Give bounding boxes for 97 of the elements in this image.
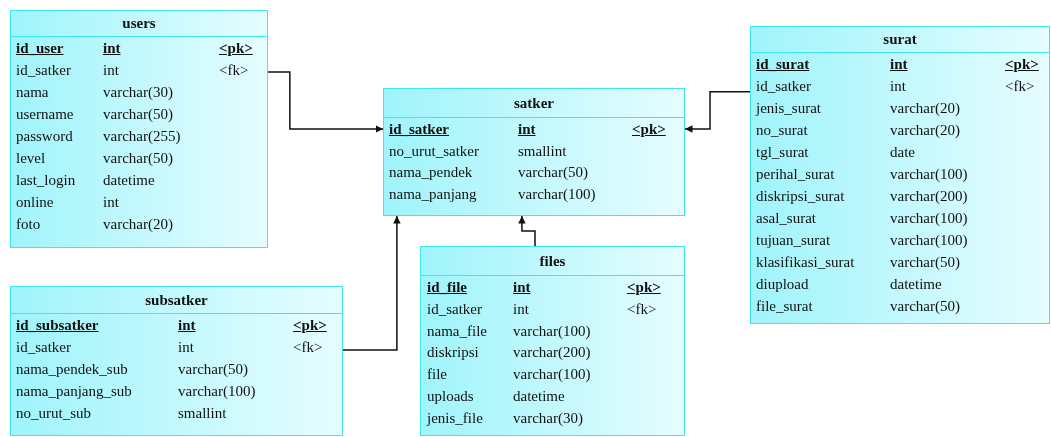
key-marker: <fk> [627,299,657,318]
data-type: varchar(50) [178,360,248,378]
column-name: id_satker [427,299,482,318]
data-type: int [518,120,536,138]
column-name: id_satker [16,338,71,356]
column-name: username [16,105,74,123]
data-type: varchar(30) [513,408,583,427]
data-type: int [103,61,119,79]
key-marker: <pk> [1005,55,1039,73]
data-type: datetime [103,171,155,189]
key-marker: <pk> [293,316,327,334]
relationship-arrow [342,215,401,351]
table-title: users [122,14,156,33]
table-card [420,246,685,436]
column-name: asal_surat [756,209,816,227]
data-type: varchar(100) [890,231,968,249]
column-name: id_surat [756,55,810,73]
data-type: int [178,316,196,334]
column-name: nama_panjang [389,184,477,203]
relationship-arrow [267,71,384,133]
table-title: satker [514,94,554,113]
column-name: uploads [427,387,474,405]
data-type: int [103,39,121,57]
relationship-arrow [684,91,751,133]
table-card [750,26,1050,324]
column-name: nama_panjang_sub [16,382,132,400]
data-type: int [513,299,529,318]
data-type: int [103,193,119,211]
data-type: smallint [518,141,567,160]
table-title: subsatker [145,291,208,310]
data-type: varchar(50) [890,253,960,271]
data-type: varchar(50) [890,297,960,315]
column-name: no_surat [756,121,808,139]
key-marker: <fk> [219,61,249,79]
column-name: id_subsatker [16,316,99,334]
data-type: varchar(100) [518,184,596,203]
key-marker: <pk> [632,120,666,138]
column-name: diskripsi [427,343,479,362]
data-type: varchar(50) [103,149,173,167]
data-type: varchar(200) [890,187,968,205]
data-type: varchar(100) [513,321,591,340]
column-name: last_login [16,171,76,189]
column-name: perihal_surat [756,165,835,183]
data-type: int [513,278,531,296]
column-name: file_surat [756,297,813,315]
table-card [10,10,268,248]
data-type: varchar(20) [890,121,960,139]
data-type: varchar(50) [518,163,588,181]
column-name: level [16,149,46,167]
column-name: jenis_file [427,408,483,427]
column-name: nama_pendek_sub [16,360,128,378]
column-name: tujuan_surat [756,231,831,249]
column-name: diskripsi_surat [756,187,845,205]
data-type: varchar(50) [103,105,173,123]
column-name: id_user [16,39,64,57]
table-card [383,88,685,216]
column-name: no_urut_sub [16,404,91,422]
column-name: foto [16,215,41,233]
data-type: varchar(100) [513,365,591,384]
column-name: nama [16,83,49,101]
column-name: id_satker [16,61,71,79]
column-name: id_satker [389,120,449,138]
column-name: jenis_surat [756,99,821,117]
data-type: date [890,143,915,161]
data-type: varchar(20) [103,215,173,233]
data-type: varchar(100) [890,209,968,227]
table-title: surat [883,30,917,49]
column-name: nama_pendek [389,163,473,181]
data-type: varchar(100) [178,382,256,400]
table-title: files [539,252,566,271]
data-type: int [890,55,908,73]
column-name: tgl_surat [756,143,809,161]
column-name: online [16,193,54,211]
column-name: diupload [756,275,809,293]
data-type: datetime [513,387,565,405]
key-marker: <fk> [293,338,323,356]
data-type: int [890,77,906,95]
data-type: varchar(100) [890,165,968,183]
column-name: klasifikasi_surat [756,253,855,271]
data-type: varchar(200) [513,343,591,362]
table-card [10,286,343,436]
data-type: datetime [890,275,942,293]
relationship-arrow [518,215,536,247]
column-name: no_urut_satker [389,141,479,160]
key-marker: <fk> [1005,77,1035,95]
column-name: id_satker [756,77,811,95]
data-type: smallint [178,404,227,422]
data-type: varchar(30) [103,83,173,101]
data-type: varchar(20) [890,99,960,117]
column-name: id_file [427,278,467,296]
key-marker: <pk> [219,39,253,57]
key-marker: <pk> [627,278,661,296]
column-name: file [427,365,447,384]
column-name: nama_file [427,321,487,340]
data-type: int [178,338,194,356]
column-name: password [16,127,73,145]
data-type: varchar(255) [103,127,181,145]
